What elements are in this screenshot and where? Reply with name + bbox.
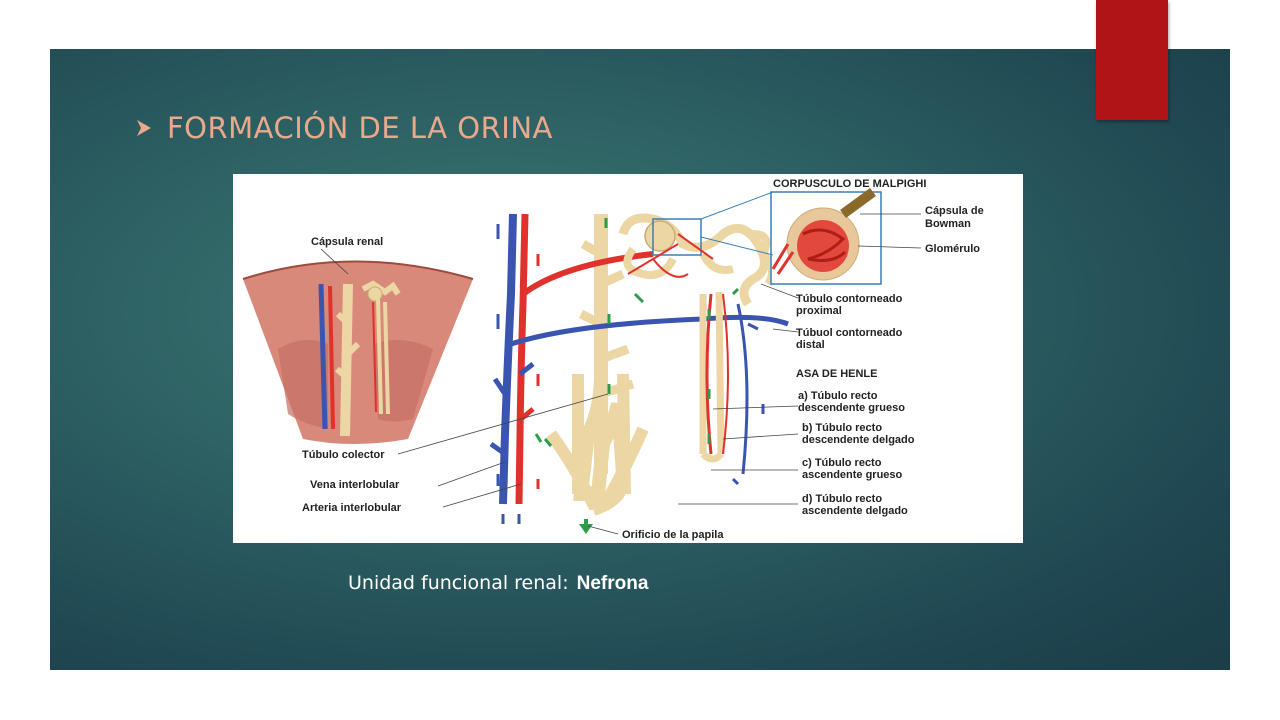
label-b-2: descendente delgado <box>802 434 915 446</box>
label-tubulo-colector: Túbulo colector <box>302 449 385 461</box>
label-c-2: ascendente grueso <box>802 469 903 481</box>
label-glomerulo: Glomérulo <box>925 243 980 255</box>
blood-vessels <box>489 213 789 524</box>
label-d-1: d) Túbulo recto <box>802 493 882 505</box>
caption-highlight: Nefrona <box>576 573 649 594</box>
slide-title: FORMACIÓN DE LA ORINA <box>167 111 553 145</box>
kidney-section <box>242 260 474 444</box>
label-arteria: Arteria interlobular <box>302 502 402 514</box>
label-proximal-2: proximal <box>796 305 842 317</box>
label-d-2: ascendente delgado <box>802 505 908 517</box>
label-proximal-1: Túbulo contorneado <box>796 293 903 305</box>
accent-tab <box>1096 0 1168 120</box>
label-c-1: c) Túbulo recto <box>802 457 882 469</box>
label-capsula-bowman-2: Bowman <box>925 218 971 230</box>
leader-lines <box>320 213 922 535</box>
title-row: FORMACIÓN DE LA ORINA <box>135 108 553 148</box>
label-b-1: b) Túbulo recto <box>802 422 882 434</box>
collecting-duct <box>546 214 649 534</box>
label-capsula-renal: Cápsula renal <box>311 236 383 248</box>
nephron-diagram: CORPUSCULO DE MALPIGHI Cápsula de Bowman… <box>233 174 1023 543</box>
label-distal-2: distal <box>796 339 825 351</box>
label-distal-1: Túbuol contorneado <box>796 327 903 339</box>
label-a-1: a) Túbulo recto <box>798 390 878 402</box>
flow-arrows <box>496 218 765 489</box>
label-asa-henle: ASA DE HENLE <box>796 368 878 380</box>
arrow-bullet-icon <box>135 116 155 140</box>
label-vena: Vena interlobular <box>310 479 400 491</box>
caption: Unidad funcional renal: Nefrona <box>348 572 648 595</box>
malpighi-inset <box>700 187 882 285</box>
label-orificio: Orificio de la papila <box>622 529 724 541</box>
label-capsula-bowman-1: Cápsula de <box>925 205 984 217</box>
label-corpusculo: CORPUSCULO DE MALPIGHI <box>773 178 926 190</box>
label-a-2: descendente grueso <box>798 402 905 414</box>
caption-prefix: Unidad funcional renal: <box>348 572 569 594</box>
